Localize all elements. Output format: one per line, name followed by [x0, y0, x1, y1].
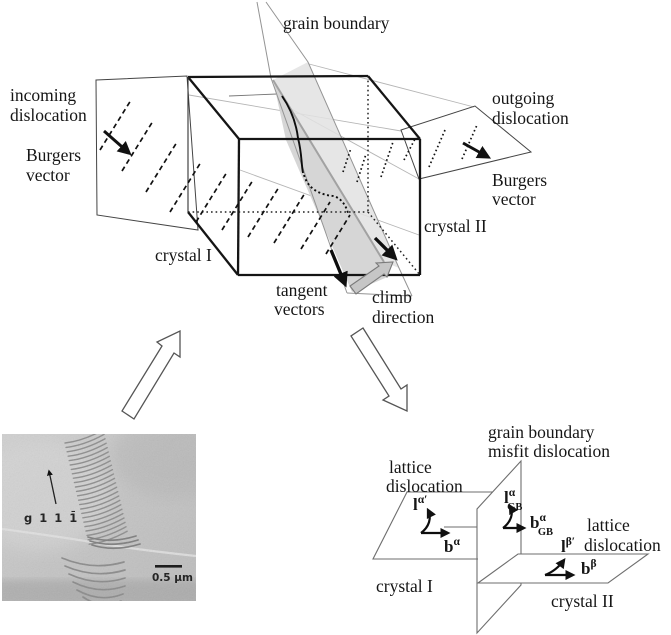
crystal-1-label: crystal I — [155, 245, 212, 265]
burgers-vector-arrow-outgoing — [462, 141, 492, 159]
l-gb-arrow — [502, 503, 519, 529]
flow-arrow-to-micrograph — [121, 329, 181, 420]
outgoing-dislocation-lines — [342, 124, 478, 183]
crystal-2-detail-label: crystal II — [551, 591, 614, 611]
b-alpha-label: bα — [444, 536, 460, 556]
tangent-vectors-label-1: tangent — [276, 280, 328, 300]
incoming-dislocation-label-2: dislocation — [10, 105, 87, 125]
burgers-vector-arrow-incoming — [103, 129, 132, 156]
crystal-1-detail-label: crystal I — [376, 576, 433, 596]
micrograph-grain-texture — [2, 434, 196, 601]
grain-boundary-plane-lines — [256, 1, 413, 297]
bowed-dislocation-curve — [281, 95, 304, 174]
outgoing-dislocation-label-1: outgoing — [492, 88, 554, 108]
grain-boundary-plane-detail — [476, 459, 522, 635]
climb-direction-label-2: direction — [372, 307, 434, 327]
scale-bar-label: 0.5 μm — [152, 572, 193, 584]
top-diagram: grain boundary incoming dislocation Burg… — [10, 1, 569, 327]
lattice-left-label-1: lattice — [389, 457, 432, 477]
burgers-vector-left-label-2: vector — [26, 165, 70, 185]
burgers-vector-left-label-1: Burgers — [26, 145, 81, 165]
l-beta-prime-arrow — [544, 557, 566, 577]
gb-misfit-label-1: grain boundary — [488, 422, 595, 442]
grain-boundary-shade — [273, 80, 390, 292]
burgers-vector-right-label-1: Burgers — [492, 170, 547, 190]
bottom-detail-diagram: grain boundary misfit dislocation lattic… — [372, 422, 661, 635]
flow-arrows — [121, 327, 408, 420]
grain-boundary-shade-light — [273, 62, 399, 268]
lattice-left-label-2: dislocation — [386, 476, 463, 496]
climb-direction-arrow — [349, 261, 394, 295]
tangent-vector-arrow-1 — [329, 249, 348, 288]
l-alpha-prime-label: lα′ — [413, 494, 427, 514]
lattice-right-label-1: lattice — [587, 515, 630, 535]
outgoing-dislocation-label-2: dislocation — [492, 108, 569, 128]
cube-visible-edges — [187, 74, 422, 277]
crystal-cube — [187, 74, 422, 277]
bowed-dislocation-curve-hidden — [303, 174, 349, 214]
lattice-right-label-2: dislocation — [584, 535, 661, 555]
gb-misfit-label-2: misfit dislocation — [488, 441, 610, 461]
g-vector-label: g 1 1 1̄ — [24, 510, 79, 525]
tem-micrograph: g 1 1 1̄ 0.5 μm — [2, 434, 196, 601]
grain-boundary-label: grain boundary — [283, 13, 390, 33]
l-alpha-prime-arrow — [420, 507, 436, 534]
lattice-plane-crystal-1 — [372, 491, 493, 560]
burgers-vector-right-label-2: vector — [492, 189, 536, 209]
outgoing-plane — [400, 105, 533, 180]
lattice-plane-crystal-2 — [476, 553, 650, 584]
l-beta-prime-label: lβ′ — [561, 536, 575, 556]
vector-arrows — [420, 503, 576, 581]
g-vector-arrow — [47, 469, 57, 505]
tangent-vector-arrow-2 — [373, 236, 398, 261]
incoming-dislocation-label-1: incoming — [10, 85, 76, 105]
tangent-vectors-label-2: vectors — [274, 299, 325, 319]
flow-arrow-to-detail — [350, 327, 408, 413]
incoming-plane — [95, 75, 199, 231]
scale-bar — [155, 565, 182, 568]
b-beta-label: bβ — [581, 558, 597, 578]
crystal-2-label: crystal II — [424, 216, 487, 236]
incoming-dislocation-lines — [99, 99, 351, 255]
climb-direction-label-1: climb — [372, 287, 412, 307]
